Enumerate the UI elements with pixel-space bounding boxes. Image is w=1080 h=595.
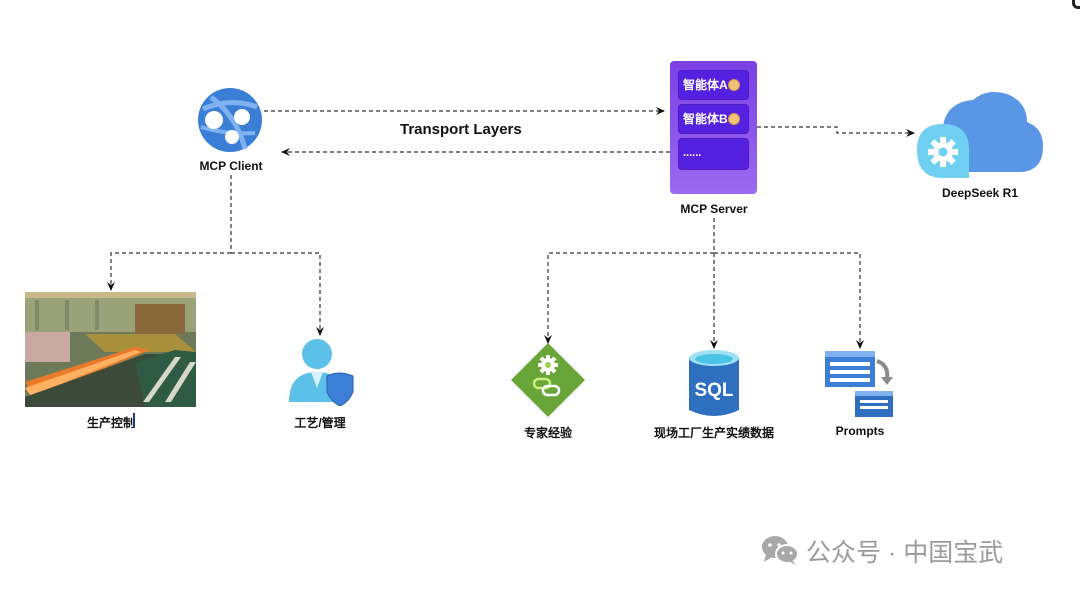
status-dot-icon xyxy=(728,79,740,91)
plant-data-label: 现场工厂生产实绩数据 xyxy=(653,426,775,440)
corner-mark xyxy=(1072,0,1080,9)
plant-data-node[interactable]: SQL xyxy=(689,350,739,418)
agent-b-label: 智能体B xyxy=(683,112,728,126)
status-dot-icon xyxy=(728,113,740,125)
user-shield-icon xyxy=(289,339,354,407)
expert-experience-label: 专家经验 xyxy=(523,426,573,440)
steel-mill-photo[interactable] xyxy=(25,292,196,407)
cloud-gear-icon xyxy=(917,92,1043,178)
agent-a[interactable]: 智能体A xyxy=(678,70,749,100)
prompts-label: Prompts xyxy=(835,424,885,438)
expert-experience-node[interactable] xyxy=(511,343,585,417)
watermark: 公众号 · 中国宝武 xyxy=(760,533,1003,569)
process-management-label: 工艺/管理 xyxy=(294,416,346,430)
edge-server-to-prompts xyxy=(714,252,864,349)
gear-link-diamond-icon xyxy=(511,343,585,417)
globe-network-icon xyxy=(198,88,262,152)
transport-layers-label: Transport Layers xyxy=(400,121,522,138)
mcp-client-label: MCP Client xyxy=(199,159,263,173)
wechat-icon xyxy=(762,536,799,565)
agent-more-label: ...... xyxy=(683,147,702,159)
process-management-node[interactable] xyxy=(287,336,357,407)
deepseek-label: DeepSeek R1 xyxy=(941,186,1019,200)
agent-b[interactable]: 智能体B xyxy=(678,104,749,134)
edge-client-to-process xyxy=(231,252,324,336)
sql-database-icon: SQL xyxy=(689,350,739,416)
deepseek-node[interactable] xyxy=(915,86,1045,182)
sql-icon-text: SQL xyxy=(694,380,733,401)
prompts-node[interactable] xyxy=(825,351,895,417)
agent-a-label: 智能体A xyxy=(683,78,728,92)
edge-server-to-deepseek xyxy=(757,126,915,137)
mcp-server-label: MCP Server xyxy=(680,202,748,216)
watermark-text: 公众号 · 中国宝武 xyxy=(806,539,1004,567)
prompts-list-icon xyxy=(825,351,893,417)
agent-more[interactable]: ...... xyxy=(678,138,749,170)
production-control-label: 生产控制 xyxy=(86,416,136,430)
text-cursor xyxy=(133,413,135,428)
edge-server-to-expert xyxy=(544,252,714,344)
mcp-server-node[interactable]: 智能体A 智能体B ...... xyxy=(670,61,757,194)
edge-client-to-production xyxy=(107,252,231,291)
mcp-client-node[interactable] xyxy=(197,87,263,153)
